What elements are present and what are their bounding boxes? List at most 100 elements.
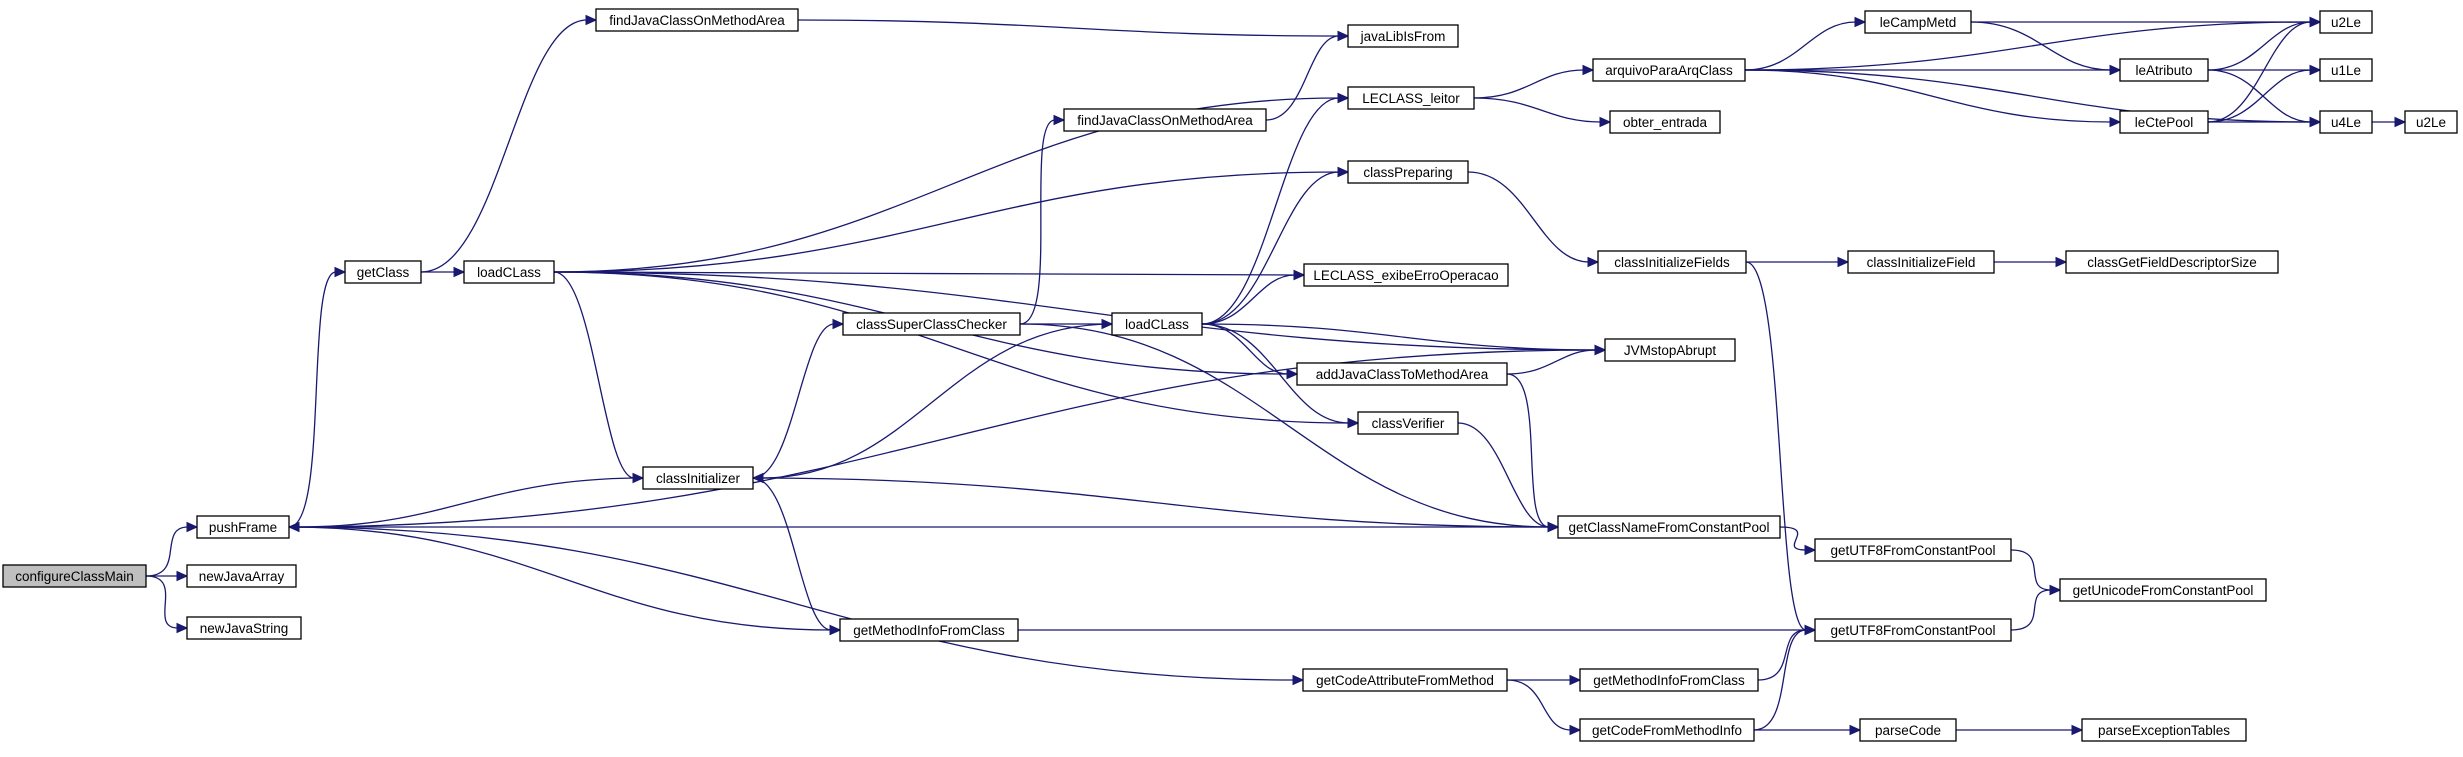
node-classGetFieldDescriptorSize[interactable]: classGetFieldDescriptorSize (2065, 250, 2279, 274)
edge-findJavaClassOnMethodArea_top-to-javaLibIsFrom (797, 19, 1350, 42)
edge-line (145, 526, 189, 577)
node-addJavaClassToMethodArea[interactable]: addJavaClassToMethodArea (1296, 362, 1508, 386)
node-label: getClass (357, 265, 410, 280)
node-loadCLass_1[interactable]: loadCLass (463, 260, 555, 284)
node-getUTF8FromConstantPool_1[interactable]: getUTF8FromConstantPool (1814, 538, 2012, 562)
node-u2Le_top[interactable]: u2Le (2319, 10, 2373, 34)
node-getCodeAttributeFromMethod[interactable]: getCodeAttributeFromMethod (1302, 668, 1508, 692)
node-box (2119, 110, 2209, 134)
node-LECLASS_exibeErroOperacao[interactable]: LECLASS_exibeErroOperacao (1303, 263, 1509, 287)
node-box (2404, 110, 2458, 134)
arrow-head-icon (1854, 16, 1867, 28)
node-label: classVerifier (1372, 416, 1445, 431)
node-box (1604, 338, 1736, 362)
edge-leCtePool-to-u4Le (2208, 116, 2322, 128)
node-arquivoParaArqClass[interactable]: arquivoParaArqClass (1592, 58, 1746, 82)
node-box (1296, 362, 1508, 386)
node-u1Le[interactable]: u1Le (2319, 58, 2373, 82)
node-label: getCodeAttributeFromMethod (1316, 673, 1494, 688)
node-label: newJavaString (200, 621, 289, 636)
edge-loadCLass_1-to-classPreparing (553, 166, 1350, 273)
node-javaLibIsFrom[interactable]: javaLibIsFrom (1347, 24, 1459, 48)
node-label: arquivoParaArqClass (1605, 63, 1733, 78)
node-box (1347, 24, 1459, 48)
node-layer: configureClassMain newJavaArray newJavaStr… (2, 8, 2458, 742)
node-label: getClassNameFromConstantPool (1568, 520, 1769, 535)
node-u2Le_right[interactable]: u2Le (2404, 110, 2458, 134)
edge-line (288, 271, 337, 528)
arrow-head-icon (453, 266, 466, 278)
node-findJavaClassOnMethodArea_top[interactable]: findJavaClassOnMethodArea (595, 8, 799, 32)
node-box (1609, 110, 1721, 134)
arrow-head-icon (585, 14, 598, 26)
arrow-head-icon (1582, 64, 1595, 76)
node-box (2059, 578, 2267, 602)
node-box (1111, 312, 1203, 336)
arrow-head-icon (1053, 114, 1066, 126)
node-box (2319, 58, 2373, 82)
node-parseCode[interactable]: parseCode (1859, 718, 1957, 742)
node-getClass[interactable]: getClass (344, 260, 422, 284)
arrow-head-icon (2049, 584, 2062, 596)
edge-line (1745, 261, 1807, 631)
edge-line (553, 271, 1350, 424)
arrow-head-icon (832, 318, 845, 330)
node-getMethodInfoFromClass_2[interactable]: getMethodInfoFromClass (1579, 668, 1759, 692)
node-getCodeFromMethodInfo[interactable]: getCodeFromMethodInfo (1579, 718, 1755, 742)
edge-line (1201, 97, 1340, 325)
node-label: classInitializeFields (1614, 255, 1730, 270)
node-box (1302, 668, 1508, 692)
node-classSuperClassChecker[interactable]: classSuperClassChecker (842, 312, 1021, 336)
edge-line (145, 575, 179, 629)
edge-pushFrame-to-getClass (288, 266, 347, 528)
edge-getClassNameFromConstantPool-to-getUTF8FromConstantPool_1 (1779, 526, 1817, 556)
node-getClassNameFromConstantPool[interactable]: getClassNameFromConstantPool (1557, 515, 1781, 539)
arrow-head-icon (1804, 544, 1817, 556)
node-leAtributo[interactable]: leAtributo (2119, 58, 2209, 82)
node-label: u1Le (2331, 63, 2361, 78)
edge-findJavaClassOnMethodArea_mid-to-javaLibIsFrom (1265, 30, 1350, 121)
node-box (1814, 618, 2012, 642)
node-getUTF8FromConstantPool_2[interactable]: getUTF8FromConstantPool (1814, 618, 2012, 642)
node-classInitializer[interactable]: classInitializer (642, 466, 754, 490)
node-leCtePool[interactable]: leCtePool (2119, 110, 2209, 134)
node-newJavaString[interactable]: newJavaString (186, 616, 302, 640)
node-obter_entrada[interactable]: obter_entrada (1609, 110, 1721, 134)
node-box (463, 260, 555, 284)
node-configureClassMain[interactable]: configureClassMain (2, 564, 147, 588)
node-label: parseCode (1875, 723, 1941, 738)
node-LECLASS_leitor[interactable]: LECLASS_leitor (1347, 86, 1475, 110)
node-loadCLass_2[interactable]: loadCLass (1111, 312, 1203, 336)
node-classPreparing[interactable]: classPreparing (1347, 160, 1469, 184)
node-leCampMetd[interactable]: leCampMetd (1864, 10, 1972, 34)
edge-line (553, 271, 635, 479)
node-newJavaArray[interactable]: newJavaArray (186, 564, 297, 588)
node-JVMstopAbrupt[interactable]: JVMstopAbrupt (1604, 338, 1736, 362)
node-label: configureClassMain (15, 569, 134, 584)
arrow-head-icon (2309, 16, 2322, 28)
edge-configureClassMain-to-pushFrame (145, 521, 199, 577)
node-box (842, 312, 1021, 336)
edge-configureClassMain-to-newJavaArray (146, 570, 189, 582)
node-box (1579, 668, 1759, 692)
edge-LECLASS_leitor-to-obter_entrada (1473, 97, 1612, 128)
node-box (2319, 10, 2373, 34)
arrow-head-icon (1292, 674, 1305, 686)
arrow-head-icon (1337, 166, 1350, 178)
node-classInitializeField[interactable]: classInitializeField (1847, 250, 1995, 274)
node-label: loadCLass (1125, 317, 1189, 332)
node-findJavaClassOnMethodArea_mid[interactable]: findJavaClassOnMethodArea (1063, 108, 1267, 132)
edge-line (1753, 629, 1807, 731)
edge-line (288, 349, 1597, 528)
edge-getCodeAttributeFromMethod-to-getMethodInfoFromClass_2 (1507, 674, 1582, 686)
edge-line (1779, 526, 1807, 551)
edge-classSuperClassChecker-to-getClassNameFromConstantPool (1019, 323, 1560, 533)
node-u4Le[interactable]: u4Le (2319, 110, 2373, 134)
node-getUnicodeFromConstantPool[interactable]: getUnicodeFromConstantPool (2059, 578, 2267, 602)
node-parseExceptionTables[interactable]: parseExceptionTables (2081, 718, 2247, 742)
node-classVerifier[interactable]: classVerifier (1357, 411, 1459, 435)
node-getMethodInfoFromClass_1[interactable]: getMethodInfoFromClass (839, 618, 1019, 642)
edge-line (1970, 21, 2112, 71)
node-pushFrame[interactable]: pushFrame (196, 515, 290, 539)
node-classInitializeFields[interactable]: classInitializeFields (1597, 250, 1747, 274)
